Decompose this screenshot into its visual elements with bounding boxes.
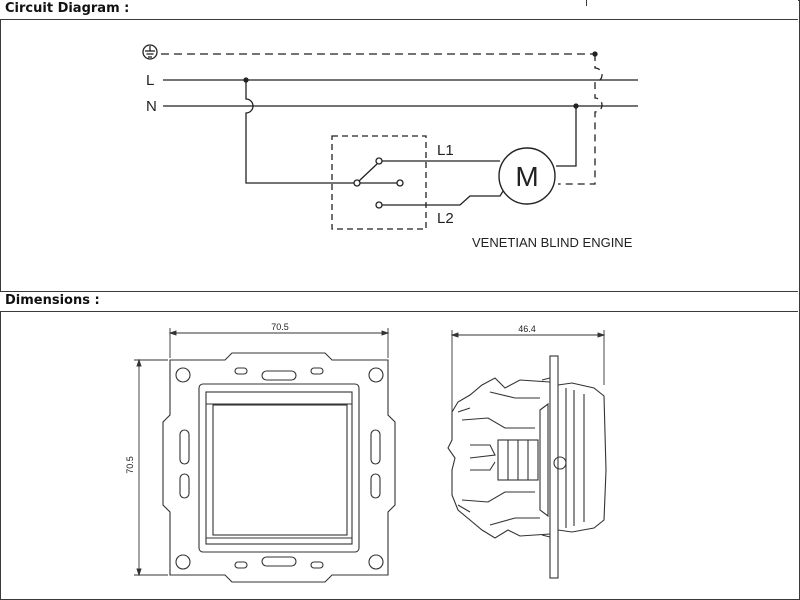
front-width-dimension bbox=[168, 328, 390, 358]
earth-ground-icon bbox=[142, 44, 158, 60]
dimensions-header: Dimensions : bbox=[0, 291, 798, 312]
header-divider-tick bbox=[586, 0, 587, 6]
motor-icon: M bbox=[498, 147, 556, 205]
live-line bbox=[163, 77, 638, 184]
front-view bbox=[162, 352, 396, 583]
circuit-diagram: L N L1 L2 M VENETIAN BLIND ENGINE bbox=[142, 44, 638, 250]
front-width-value: 70.5 bbox=[271, 322, 289, 332]
front-height-dimension bbox=[134, 358, 168, 577]
side-depth-value: 46.4 bbox=[518, 324, 536, 334]
terminal-l2-label: L2 bbox=[437, 210, 454, 227]
motor-caption: VENETIAN BLIND ENGINE bbox=[472, 235, 633, 250]
neutral-line bbox=[163, 103, 638, 167]
dimensions-drawing: 70.5 70.5 46.4 bbox=[125, 322, 607, 583]
line-label-n: N bbox=[146, 98, 157, 115]
terminal-l1-label: L1 bbox=[437, 142, 454, 159]
dimensions-title: Dimensions : bbox=[5, 293, 100, 308]
earth-line bbox=[161, 51, 603, 185]
switch-box bbox=[331, 135, 506, 230]
line-label-l: L bbox=[146, 72, 154, 89]
circuit-diagram-header: Circuit Diagram : bbox=[0, 0, 798, 20]
side-view bbox=[447, 355, 607, 579]
front-height-value: 70.5 bbox=[125, 456, 135, 474]
motor-symbol: M bbox=[515, 161, 538, 192]
circuit-diagram-title: Circuit Diagram : bbox=[5, 1, 130, 16]
